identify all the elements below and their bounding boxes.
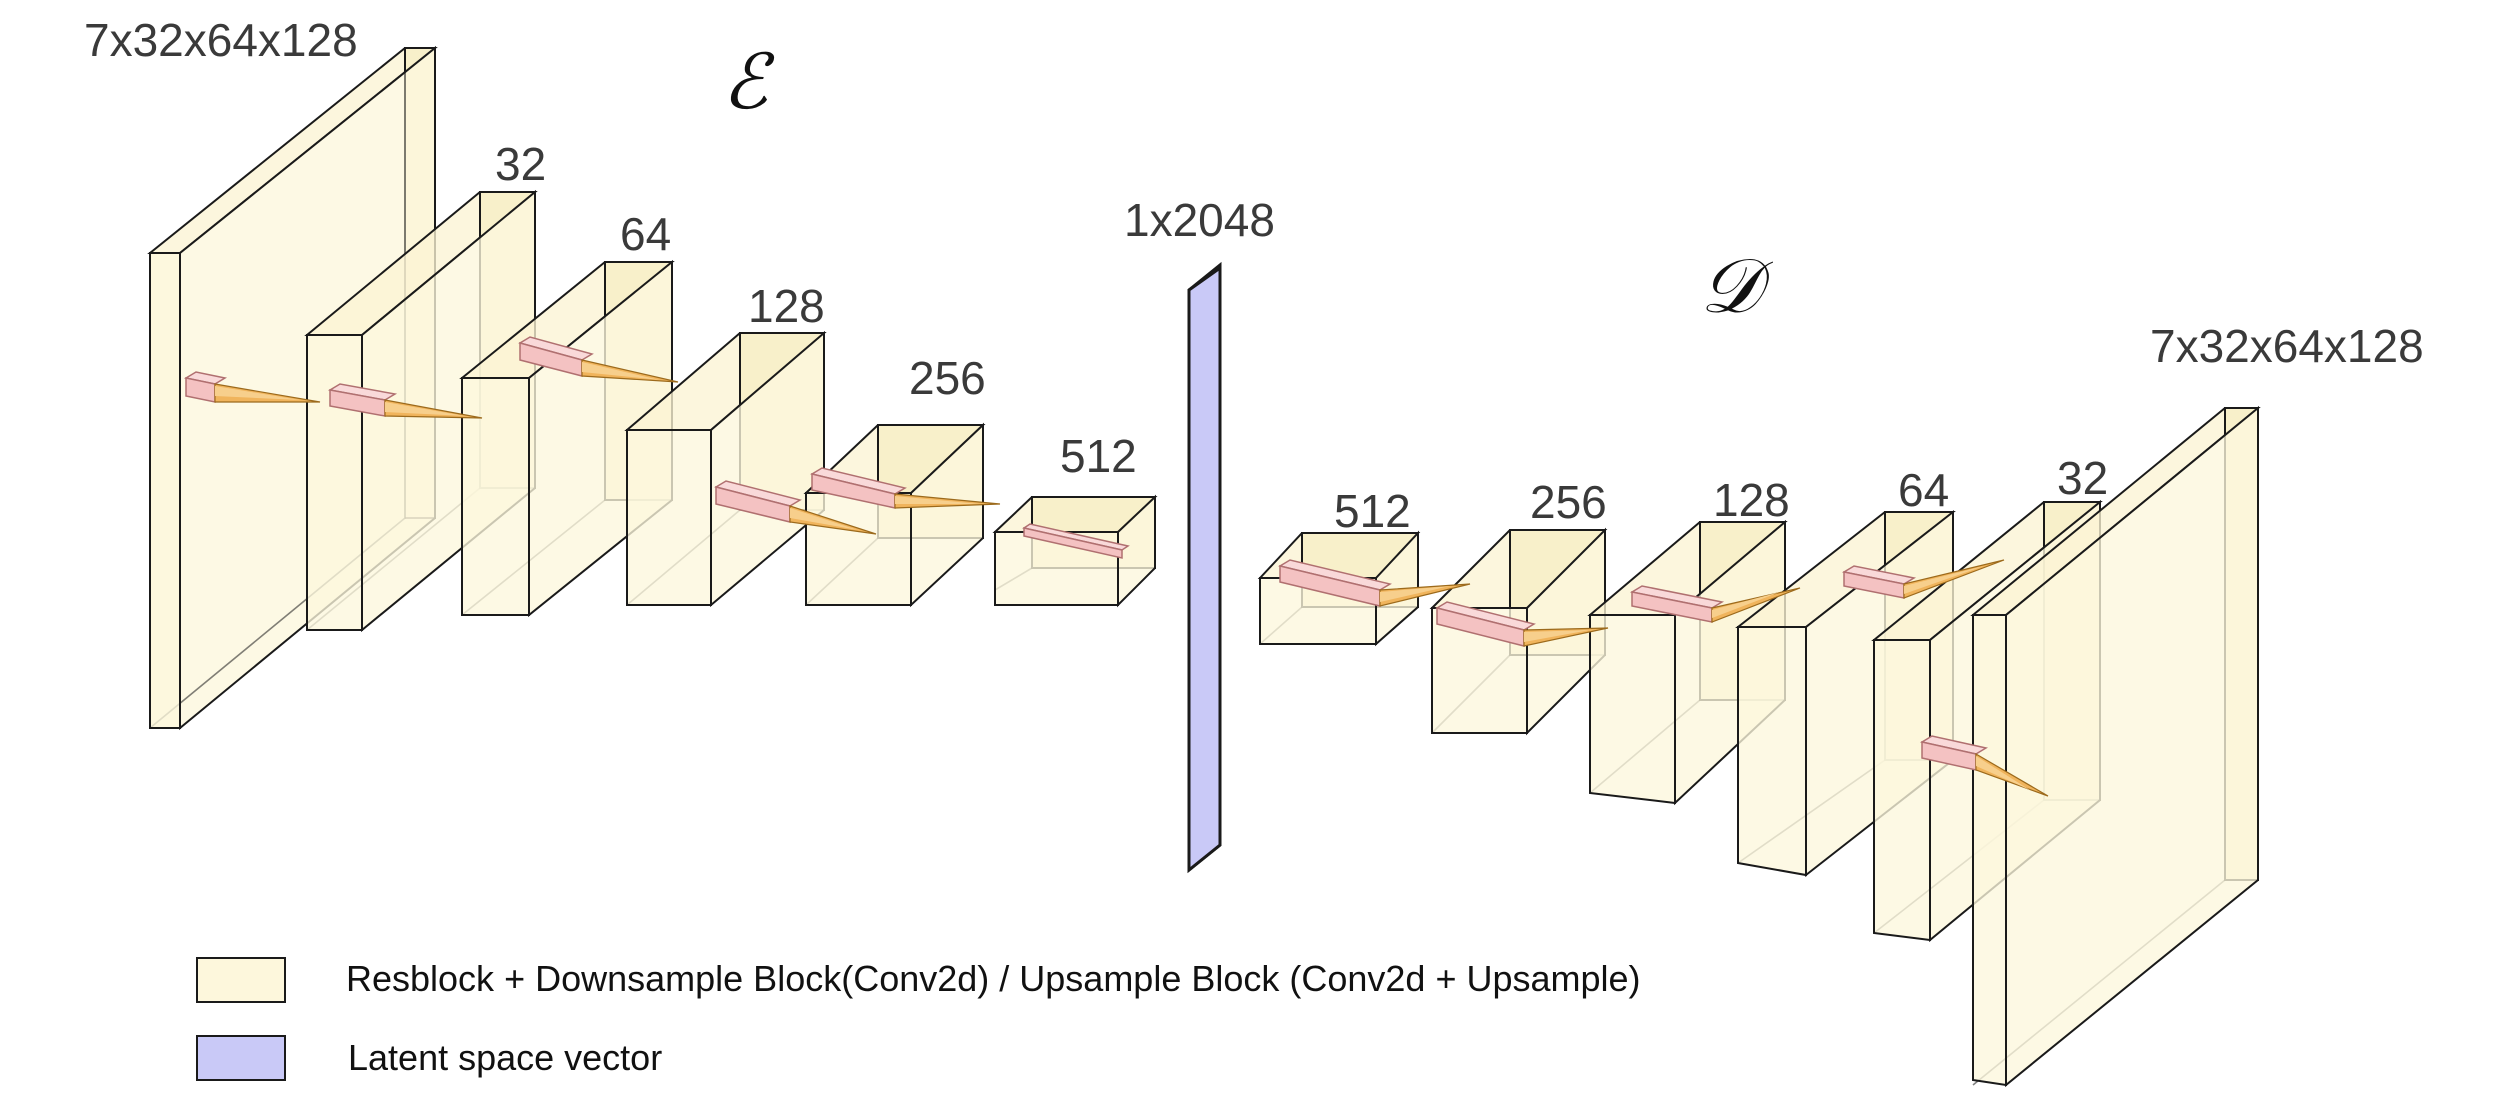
encoder-symbol: ℰ bbox=[722, 37, 775, 126]
legend-label-block: Resblock + Downsample Block(Conv2d) / Up… bbox=[346, 958, 1641, 999]
encoder-kernel-6 bbox=[1022, 523, 1130, 559]
latent-label: 1x2048 bbox=[1124, 194, 1275, 246]
encoder bbox=[147, 45, 1158, 731]
encoder-kernel-5 bbox=[810, 467, 1001, 509]
decoder-kernel-3 bbox=[1629, 585, 1801, 623]
encoder-block-128 bbox=[624, 330, 827, 608]
encoder-kernel-2 bbox=[327, 383, 483, 419]
decoder-kernel-5 bbox=[1920, 735, 2049, 797]
decoder-block-128-label: 128 bbox=[1713, 474, 1790, 526]
latent-vector bbox=[1187, 261, 1222, 874]
legend-swatch-latent bbox=[196, 1035, 286, 1081]
encoder-block-512-label: 512 bbox=[1060, 430, 1137, 482]
legend-item-latent: Latent space vector bbox=[196, 1035, 662, 1081]
encoder-block-256 bbox=[803, 422, 986, 608]
decoder bbox=[1257, 405, 2261, 1088]
decoder-output-label: 7x32x64x128 bbox=[2150, 320, 2424, 372]
encoder-block-256-label: 256 bbox=[909, 352, 986, 404]
decoder-kernel-1 bbox=[1278, 559, 1471, 607]
legend-label-latent: Latent space vector bbox=[348, 1037, 662, 1078]
encoder-kernel-4 bbox=[714, 480, 877, 535]
encoder-block-64-label: 64 bbox=[620, 208, 671, 260]
encoder-block-32-label: 32 bbox=[495, 138, 546, 190]
decoder-symbol: 𝒟 bbox=[1700, 241, 1773, 330]
decoder-block-64-label: 64 bbox=[1898, 464, 1949, 516]
legend-item-block: Resblock + Downsample Block(Conv2d) / Up… bbox=[196, 957, 1641, 1003]
encoder-input-label: 7x32x64x128 bbox=[84, 14, 358, 66]
encoder-block-128-label: 128 bbox=[748, 280, 825, 332]
decoder-block-512 bbox=[1257, 530, 1421, 647]
encoder-block-512 bbox=[992, 494, 1158, 608]
legend-swatch-block bbox=[196, 957, 286, 1003]
decoder-kernel-2 bbox=[1435, 601, 1609, 647]
encoder-kernel-3 bbox=[518, 336, 679, 383]
encoder-kernel-1 bbox=[183, 371, 321, 403]
decoder-block-512-label: 512 bbox=[1334, 485, 1411, 537]
legend: Resblock + Downsample Block(Conv2d) / Up… bbox=[196, 957, 1641, 1081]
decoder-kernel-4 bbox=[1841, 559, 2005, 599]
decoder-block-256-label: 256 bbox=[1530, 476, 1607, 528]
decoder-output-block bbox=[1970, 405, 2261, 1088]
decoder-block-32-label: 32 bbox=[2057, 452, 2108, 504]
